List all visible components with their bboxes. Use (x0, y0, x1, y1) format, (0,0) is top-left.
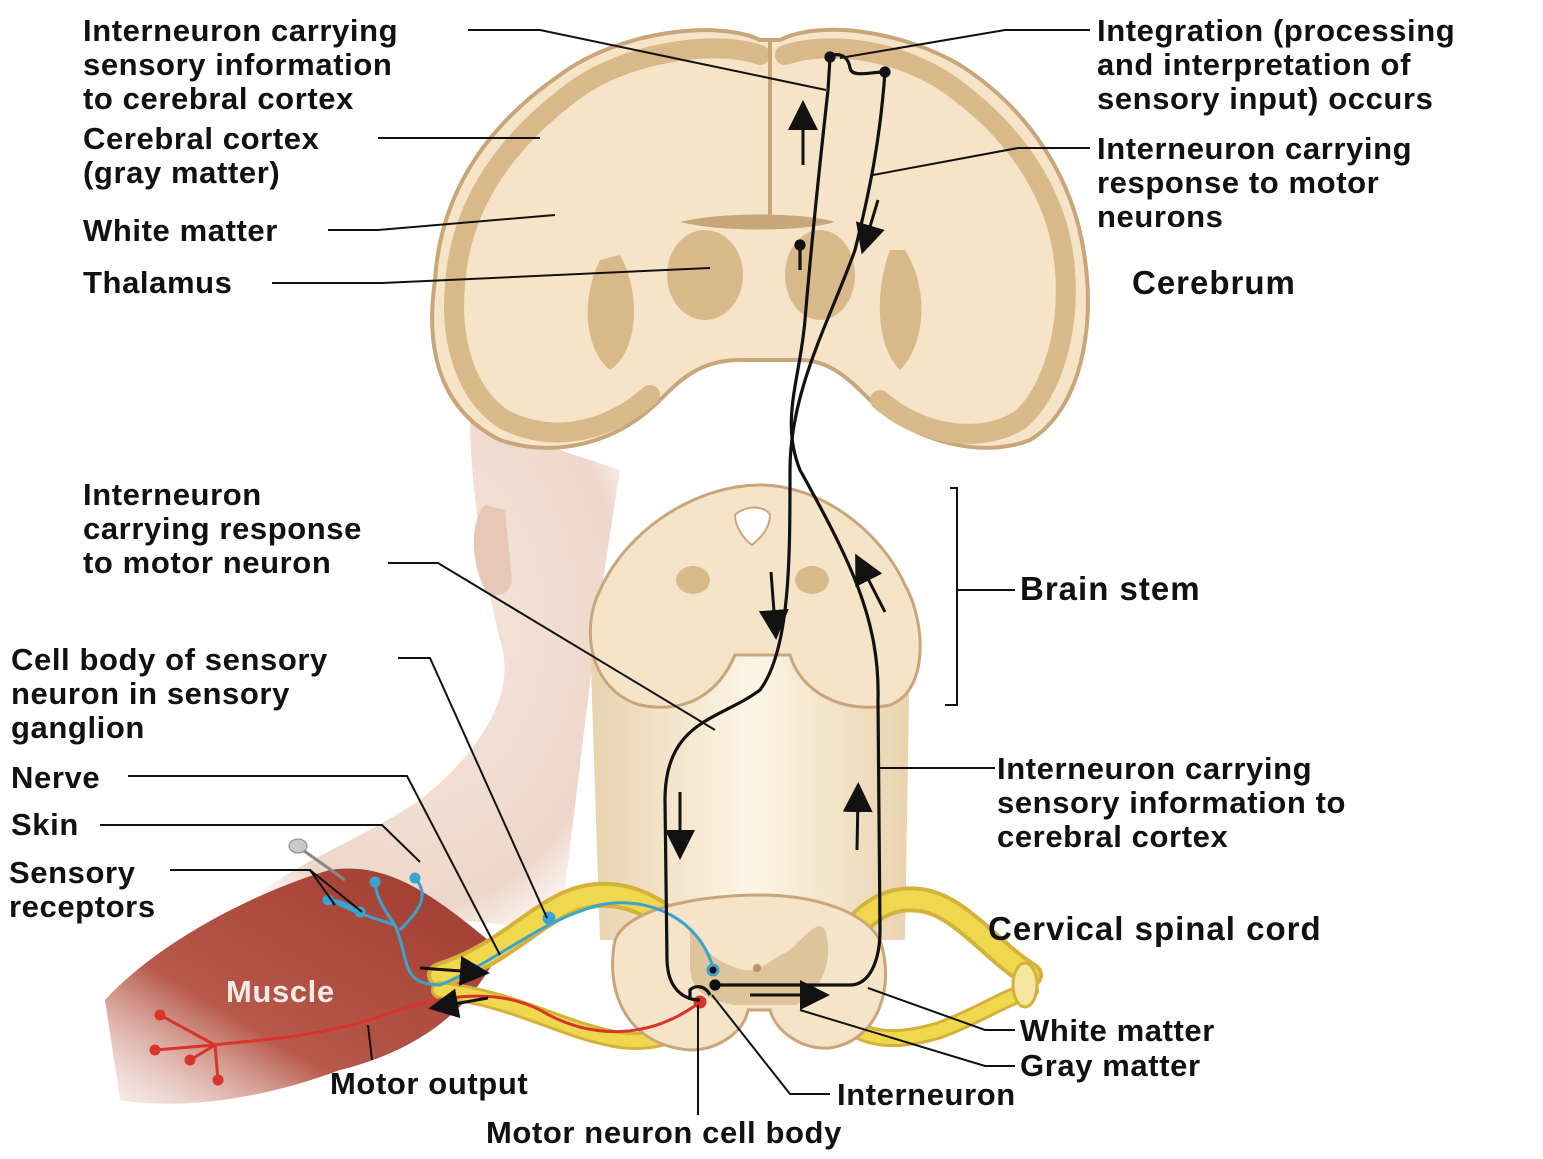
label-nerve: Nerve (11, 760, 101, 795)
label-muscle: Muscle (226, 974, 335, 1009)
label-cervical-spinal-cord: Cervical spinal cord (988, 910, 1322, 947)
label-skin: Skin (11, 807, 79, 842)
spinal-cord-column (590, 640, 910, 940)
arrow-left-icon (428, 988, 489, 1019)
label-interneuron-sensory-mid: Interneuron carrying sensory information… (997, 751, 1347, 854)
label-interneuron-response-mid: Interneuron carrying response to motor n… (83, 477, 362, 580)
label-cerebral-cortex: Cerebral cortex (gray matter) (83, 121, 320, 190)
direction-arrows (419, 100, 887, 1019)
pin-icon (288, 838, 346, 882)
arrow-up-icon (855, 553, 887, 613)
head-neck-silhouette (250, 420, 620, 930)
label-interneuron-sensory-top: Interneuron carrying sensory information… (83, 13, 399, 116)
motor-neuron (149, 994, 707, 1086)
ear-shape (473, 505, 512, 596)
arrow-down-icon (758, 571, 789, 640)
label-cerebrum: Cerebrum (1132, 264, 1296, 301)
label-integration: Integration (processing and interpretati… (1097, 13, 1456, 116)
label-motor-neuron-cell-body: Motor neuron cell body (486, 1115, 842, 1150)
cerebrum-slice (430, 27, 1090, 450)
arrow-up-icon (842, 782, 873, 851)
label-sensory-receptors: Sensory receptors (9, 855, 156, 924)
label-interneuron: Interneuron (837, 1077, 1016, 1112)
arrow-right-icon (419, 955, 490, 986)
label-cell-body-sensory: Cell body of sensory neuron in sensory g… (11, 642, 328, 745)
label-interneuron-response-top: Interneuron carrying response to motor n… (1097, 131, 1413, 234)
label-motor-output: Motor output (330, 1066, 529, 1101)
leader-lines (100, 29, 1090, 1115)
label-gray-matter: Gray matter (1020, 1048, 1201, 1083)
label-white-matter-bottom: White matter (1020, 1013, 1215, 1048)
label-thalamus: Thalamus (83, 265, 233, 300)
label-brain-stem: Brain stem (1020, 570, 1201, 607)
label-white-matter-top: White matter (83, 213, 278, 248)
arrow-down-icon (855, 199, 885, 255)
